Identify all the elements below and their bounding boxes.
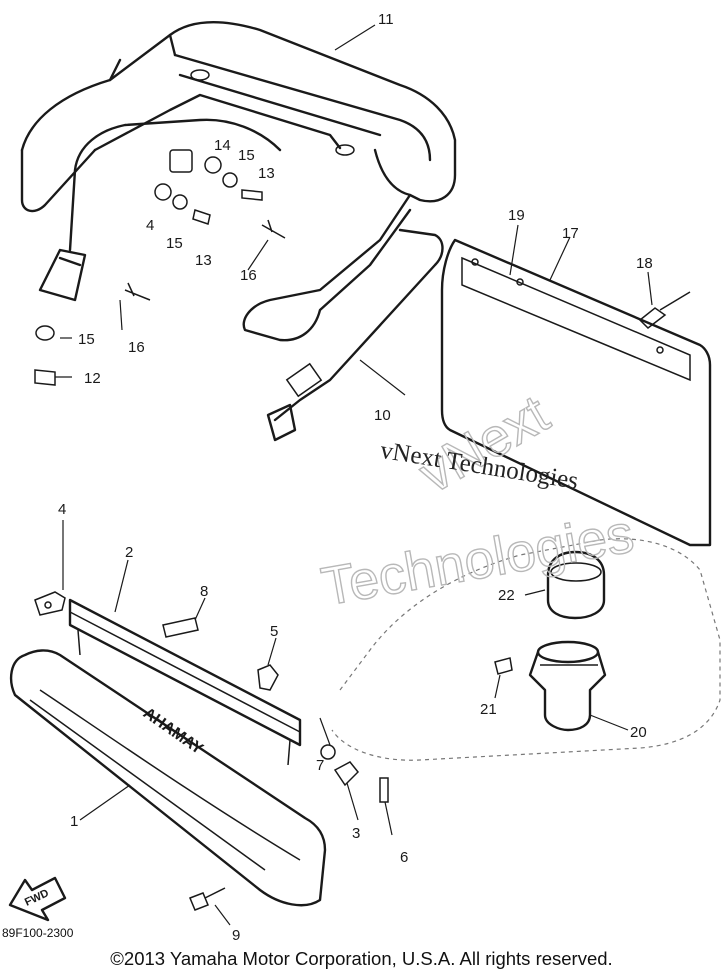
callout-17: 17 — [562, 225, 579, 242]
callout-1: 1 — [70, 813, 78, 830]
callout-6: 6 — [400, 849, 408, 866]
part-10-frame-bar — [38, 118, 444, 442]
part-21-screw — [494, 657, 513, 675]
fwd-label: FWD — [23, 887, 51, 908]
part-22-cap — [546, 550, 606, 620]
callout-20: 20 — [630, 724, 647, 741]
part-20-filler-neck — [528, 640, 607, 732]
callout-15-top: 15 — [238, 147, 255, 164]
callout-15-left: 15 — [78, 331, 95, 348]
copyright-notice: ©2013 Yamaha Motor Corporation, U.S.A. A… — [110, 948, 613, 969]
callout-labels: 11 14 15 13 4 15 13 16 15 16 12 10 19 17… — [58, 11, 653, 944]
callout-2: 2 — [125, 544, 133, 561]
part-5-clip — [257, 664, 279, 691]
part-18-fastener — [638, 291, 691, 329]
fasteners-group — [34, 149, 286, 386]
callout-16-right: 16 — [240, 267, 257, 284]
callout-3: 3 — [352, 825, 360, 842]
part-17-19-plate — [440, 238, 712, 547]
callout-9: 9 — [232, 927, 240, 944]
callout-13-mid: 13 — [195, 252, 212, 269]
yamaha-emblem: YAMAHA — [140, 704, 206, 758]
callout-15-mid: 15 — [166, 235, 183, 252]
callout-18: 18 — [636, 255, 653, 272]
watermark-outline-line2: Technologies — [317, 503, 638, 617]
callout-12: 12 — [84, 370, 101, 387]
fuel-tank-outline — [331, 538, 721, 761]
callout-4-top: 4 — [146, 217, 154, 234]
part-11-grab-bar — [20, 21, 457, 342]
callout-5: 5 — [270, 623, 278, 640]
callout-13-top: 13 — [258, 165, 275, 182]
callout-leader-lines — [55, 24, 653, 926]
part-4-clip — [34, 591, 66, 616]
callout-11: 11 — [378, 11, 394, 28]
watermark: vNext Technologies vNext Technologies — [317, 383, 639, 618]
callout-8: 8 — [200, 583, 208, 600]
part-1-rear-cover — [9, 649, 327, 907]
part-9-bolt — [189, 887, 226, 911]
callout-21: 21 — [480, 701, 497, 718]
callout-16-left: 16 — [128, 339, 145, 356]
callout-19: 19 — [508, 207, 525, 224]
parts-3-6-7-hardware — [320, 744, 389, 803]
part-8-plate — [162, 617, 199, 638]
callout-10: 10 — [374, 407, 391, 424]
part-2-bracket — [68, 598, 302, 766]
callout-22: 22 — [498, 587, 515, 604]
callout-14: 14 — [214, 137, 231, 154]
fwd-arrow: FWD — [8, 876, 67, 922]
callout-7: 7 — [316, 757, 324, 774]
reference-code: 89F100-2300 — [2, 926, 74, 940]
callout-4-bottom: 4 — [58, 501, 66, 518]
